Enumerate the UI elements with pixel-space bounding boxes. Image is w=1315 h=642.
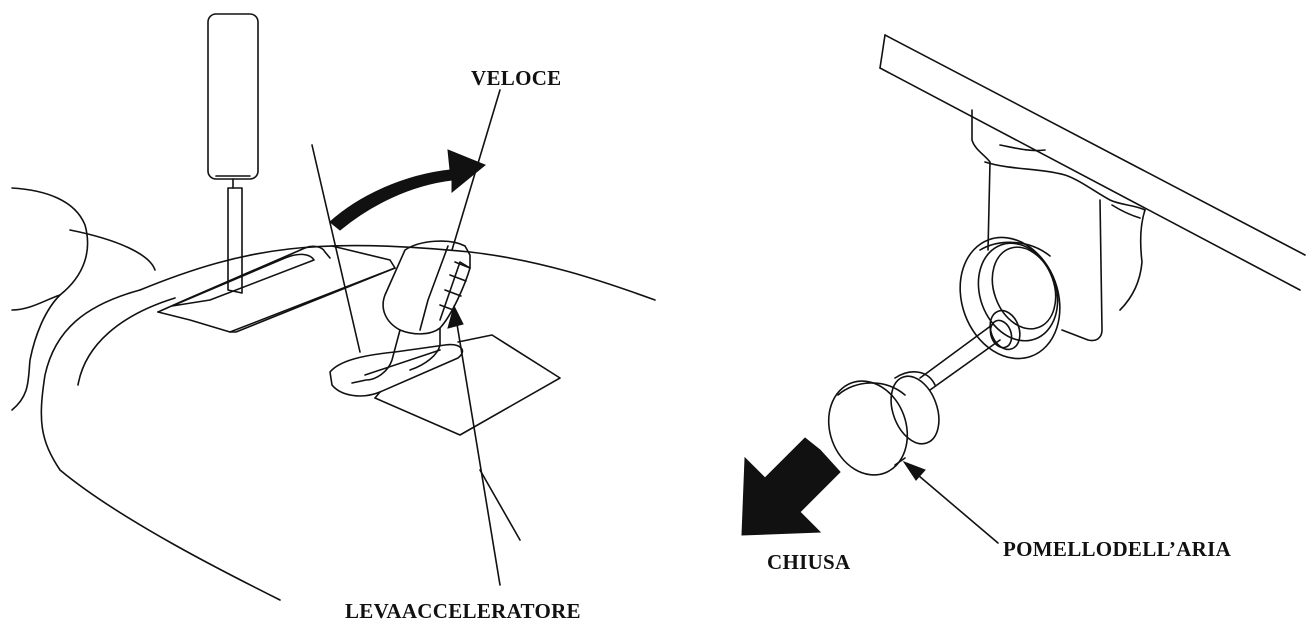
leader-pomello	[912, 470, 998, 543]
label-veloce: VELOCE	[471, 66, 562, 90]
leader-leva	[456, 318, 500, 585]
choke-housing	[880, 35, 1305, 341]
pointer-line-slot	[312, 145, 360, 352]
label-pomello-dell-aria: POMELLODELL’ARIA	[1003, 537, 1232, 561]
label-chiusa: CHIUSA	[767, 550, 851, 574]
throttle-lever	[330, 241, 470, 396]
arrowhead-pomello	[904, 462, 925, 480]
fast-direction-arrow	[330, 150, 485, 230]
leader-lines	[452, 90, 998, 585]
arrowhead-leva	[448, 306, 463, 328]
shift-lever	[208, 14, 258, 293]
machine-housing	[12, 188, 655, 600]
choke-knob-assembly	[816, 223, 1076, 486]
throttle-plate	[375, 335, 560, 435]
shift-slot-panel	[158, 246, 395, 332]
closed-direction-arrow	[742, 438, 840, 535]
label-leva-acceleratore: LEVAACCELERATORE	[345, 599, 581, 623]
